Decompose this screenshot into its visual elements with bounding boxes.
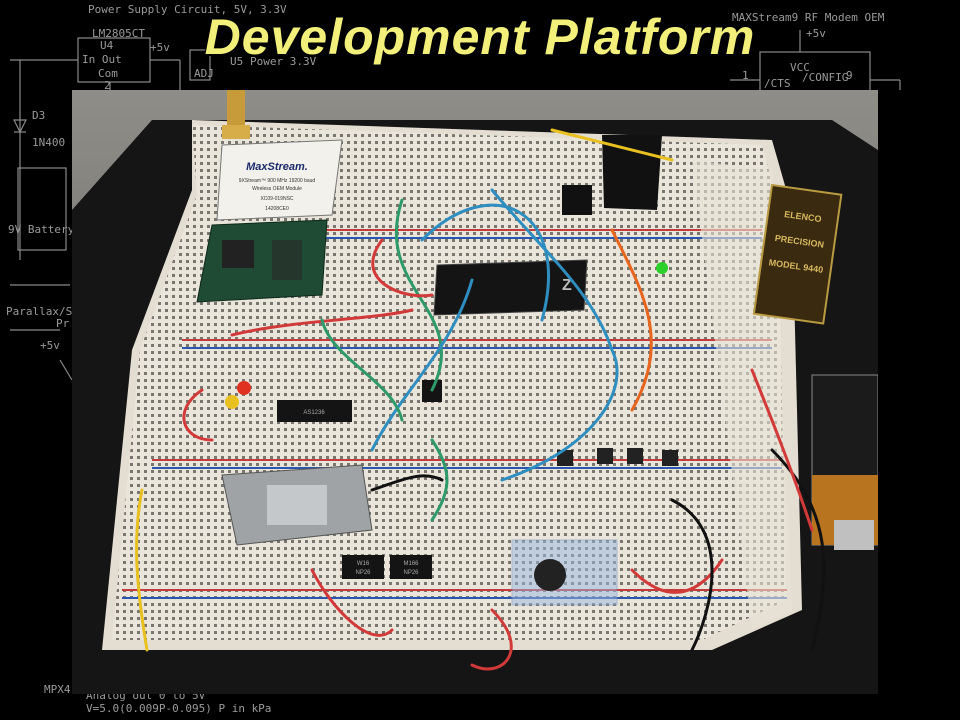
schematic-label: 9V Battery bbox=[8, 223, 75, 236]
schematic-label: Parallax/S bbox=[6, 305, 73, 318]
schematic-label: VCC bbox=[790, 61, 810, 74]
schematic-label: MPX4 bbox=[44, 683, 71, 696]
ic-label-4: M166 bbox=[403, 561, 419, 567]
ic-label-3: NP26 bbox=[355, 570, 371, 576]
schematic-label: ADJ bbox=[194, 67, 214, 80]
schematic-label: MAXStream9 RF Modem OEM bbox=[732, 11, 885, 24]
microcontroller-ic: Z bbox=[433, 259, 588, 316]
antenna bbox=[222, 90, 250, 139]
breadboard-illustration: ELENCO PRECISION MODEL 9440 MaxStream. 9… bbox=[72, 90, 878, 694]
schematic-label: U4 bbox=[100, 39, 114, 52]
schematic-label: 1N400 bbox=[32, 136, 66, 149]
schematic-label: +5v bbox=[150, 41, 170, 54]
maxstream-module: MaxStream. 9XStream™ 900 MHz 19200 baud … bbox=[196, 139, 343, 303]
schematic-label: In Out bbox=[82, 53, 122, 66]
breadboard bbox=[102, 120, 802, 650]
module-line-2: Wireless OEM Module bbox=[252, 186, 302, 192]
schematic-label: Pr bbox=[56, 317, 70, 330]
leds bbox=[225, 262, 668, 409]
schematic-label: LM2805CT bbox=[92, 27, 145, 40]
schematic-label: Com bbox=[98, 67, 118, 80]
push-buttons bbox=[557, 448, 678, 466]
schematic-label: 2 bbox=[104, 79, 111, 92]
module-line-1: 9XStream™ 900 MHz 19200 baud bbox=[239, 178, 316, 184]
ic-label-5: NP26 bbox=[403, 570, 419, 576]
slide-title: Development Platform bbox=[204, 9, 756, 65]
schematic-label: 1 bbox=[742, 69, 749, 82]
battery-9v bbox=[811, 374, 878, 550]
breadboard-photo: ELENCO PRECISION MODEL 9440 MaxStream. 9… bbox=[72, 90, 878, 694]
schematic-label: +5v bbox=[806, 27, 826, 40]
chip-mark: Z bbox=[562, 277, 572, 294]
schematic-label: V=5.0(0.009P-0.095) P in kPa bbox=[86, 702, 272, 715]
ic-label-2: W16 bbox=[357, 561, 370, 567]
module-brand: MaxStream. bbox=[246, 161, 308, 173]
schematic-label: D3 bbox=[32, 109, 46, 122]
schematic-label: Power 3.3V bbox=[250, 55, 317, 68]
jumper-wires bbox=[135, 128, 826, 671]
transparent-sensor bbox=[511, 539, 618, 606]
schematic-label: Power Supply Circuit, 5V, 3.3V bbox=[88, 3, 287, 16]
schematic-label: /CONFIG bbox=[802, 71, 849, 84]
pressure-sensor bbox=[221, 464, 373, 546]
schematic-label: 9 bbox=[846, 69, 853, 82]
elenco-label: ELENCO PRECISION MODEL 9440 bbox=[752, 183, 843, 325]
small-ics: AS1236 W16 NP26 M166 NP26 bbox=[277, 380, 442, 579]
schematic-label: +5v bbox=[40, 339, 60, 352]
ic-label-1: AS1236 bbox=[303, 410, 325, 416]
module-line-3: XC09-019NSC bbox=[260, 196, 293, 202]
module-line-4: 14208CE0 bbox=[265, 206, 289, 212]
schematic-label: U5 bbox=[230, 55, 244, 68]
schematic-label: /CTS bbox=[764, 77, 791, 90]
